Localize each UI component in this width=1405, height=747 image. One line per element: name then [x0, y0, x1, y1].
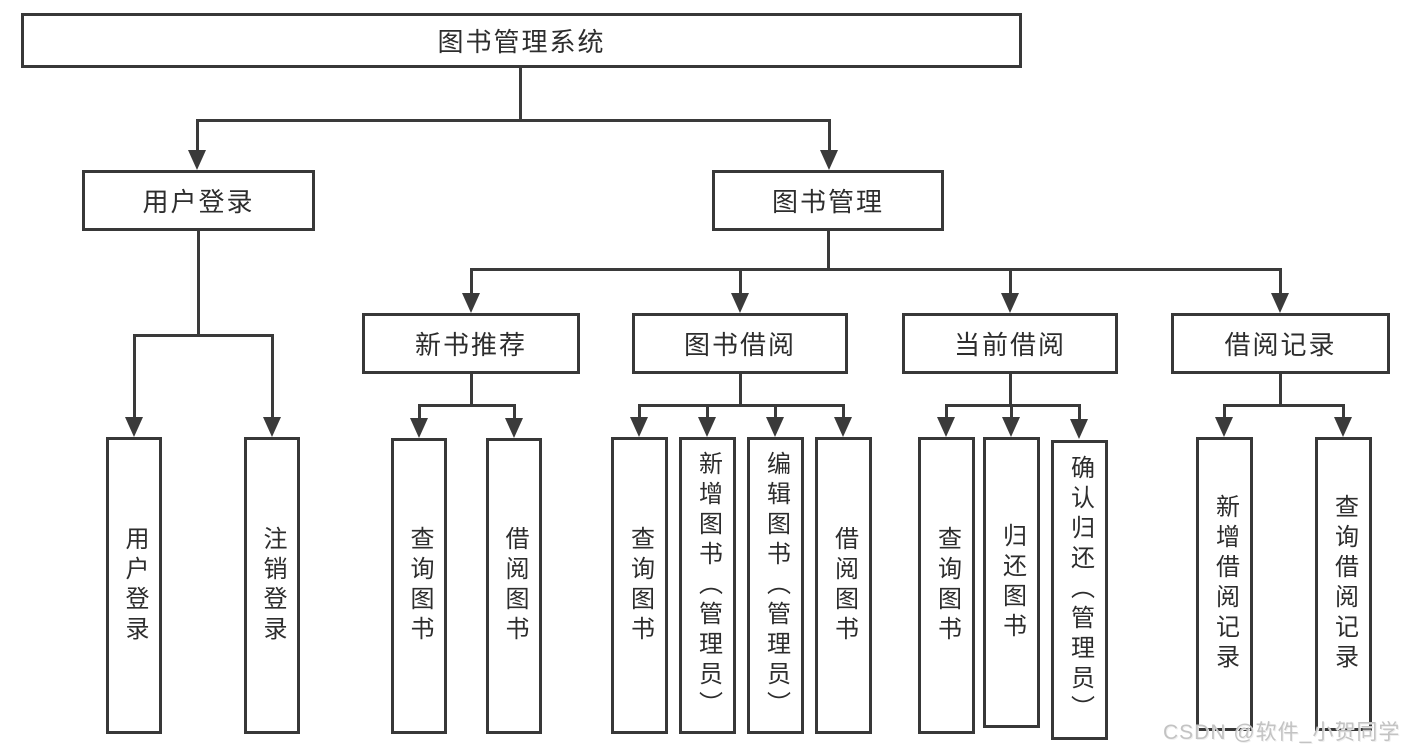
- connector-line: [418, 404, 421, 420]
- csdn-watermark: CSDN @软件_小贺同学: [1163, 721, 1401, 744]
- arrow-down-icon: [820, 150, 838, 170]
- connector-line: [638, 404, 845, 407]
- node-book-borrow-label: 图书借阅: [683, 330, 796, 360]
- leaf-current-query-book: 查询图书: [918, 437, 975, 734]
- node-root-label: 图书管理系统: [437, 27, 606, 57]
- leaf-recommend-query-book-label: 查询图书: [406, 526, 433, 646]
- node-root: 图书管理系统: [21, 13, 1022, 68]
- node-book-borrow: 图书借阅: [632, 313, 848, 374]
- connector-line: [1279, 374, 1282, 407]
- connector-line: [470, 268, 1281, 271]
- arrow-down-icon: [766, 417, 784, 437]
- connector-line: [470, 374, 473, 407]
- connector-line: [739, 374, 742, 407]
- node-book-management-label: 图书管理: [771, 187, 884, 217]
- connector-line: [1009, 268, 1012, 296]
- leaf-return-book-label: 归还图书: [998, 522, 1026, 643]
- connector-line: [271, 334, 274, 418]
- leaf-return-book: 归还图书: [983, 437, 1040, 728]
- node-new-book-recommend: 新书推荐: [362, 313, 580, 374]
- node-current-borrow-label: 当前借阅: [953, 330, 1066, 360]
- leaf-borrow-query-book: 查询图书: [611, 437, 668, 734]
- connector-line: [1078, 404, 1081, 419]
- arrow-down-icon: [1001, 293, 1019, 313]
- leaf-borrow-book-label: 借阅图书: [830, 525, 858, 646]
- connector-line: [774, 404, 777, 419]
- leaf-query-borrow-record: 查询借阅记录: [1315, 437, 1372, 731]
- node-borrow-records: 借阅记录: [1171, 313, 1390, 374]
- arrow-down-icon: [410, 418, 428, 438]
- arrow-down-icon: [731, 293, 749, 313]
- connector-line: [828, 119, 831, 154]
- connector-line: [1223, 404, 1344, 407]
- connector-line: [513, 404, 516, 420]
- node-new-book-recommend-label: 新书推荐: [414, 330, 527, 360]
- leaf-user-login: 用户登录: [106, 437, 162, 734]
- connector-line: [470, 268, 473, 296]
- leaf-recommend-query-book: 查询图书: [391, 438, 447, 734]
- leaf-add-borrow-record-label: 新增借阅记录: [1211, 494, 1239, 674]
- connector-line: [1010, 404, 1013, 419]
- arrow-down-icon: [1002, 417, 1020, 437]
- connector-line: [827, 231, 830, 271]
- leaf-edit-book-admin: 编辑图书（管理员）: [747, 437, 804, 734]
- leaf-borrow-query-book-label: 查询图书: [626, 525, 654, 646]
- connector-line: [418, 404, 516, 407]
- connector-line: [945, 404, 948, 419]
- node-user-login: 用户登录: [82, 170, 315, 231]
- leaf-confirm-return-admin: 确认归还（管理员）: [1051, 440, 1108, 740]
- connector-line: [133, 334, 136, 418]
- connector-line: [1342, 404, 1345, 419]
- connector-line: [706, 404, 709, 419]
- arrow-down-icon: [834, 417, 852, 437]
- leaf-edit-book-admin-label: 编辑图书（管理员）: [762, 450, 790, 721]
- connector-line: [519, 68, 522, 122]
- arrow-down-icon: [188, 150, 206, 170]
- leaf-logout-label: 注销登录: [259, 525, 286, 646]
- leaf-query-borrow-record-label: 查询借阅记录: [1330, 494, 1358, 674]
- leaf-recommend-borrow-book: 借阅图书: [486, 438, 542, 734]
- leaf-confirm-return-admin-label: 确认归还（管理员）: [1066, 455, 1094, 725]
- leaf-current-query-book-label: 查询图书: [933, 525, 961, 646]
- arrow-down-icon: [937, 417, 955, 437]
- leaf-logout: 注销登录: [244, 437, 300, 734]
- connector-line: [133, 334, 273, 337]
- leaf-add-borrow-record: 新增借阅记录: [1196, 437, 1253, 731]
- arrow-down-icon: [505, 418, 523, 438]
- node-current-borrow: 当前借阅: [902, 313, 1118, 374]
- leaf-add-book-admin: 新增图书（管理员）: [679, 437, 736, 734]
- connector-line: [197, 231, 200, 336]
- arrow-down-icon: [263, 417, 281, 437]
- arrow-down-icon: [1271, 293, 1289, 313]
- leaf-recommend-borrow-book-label: 借阅图书: [501, 526, 528, 646]
- arrow-down-icon: [698, 417, 716, 437]
- connector-line: [638, 404, 641, 419]
- node-book-management: 图书管理: [712, 170, 944, 231]
- connector-line: [196, 119, 831, 122]
- connector-line: [1009, 374, 1012, 407]
- arrow-down-icon: [125, 417, 143, 437]
- leaf-add-book-admin-label: 新增图书（管理员）: [694, 450, 722, 721]
- arrow-down-icon: [462, 293, 480, 313]
- arrow-down-icon: [630, 417, 648, 437]
- node-user-login-label: 用户登录: [142, 187, 255, 217]
- connector-line: [1223, 404, 1226, 419]
- node-borrow-records-label: 借阅记录: [1224, 330, 1337, 360]
- arrow-down-icon: [1070, 419, 1088, 439]
- leaf-borrow-book: 借阅图书: [815, 437, 872, 734]
- connector-line: [739, 268, 742, 296]
- arrow-down-icon: [1215, 417, 1233, 437]
- leaf-user-login-label: 用户登录: [121, 525, 148, 646]
- connector-line: [1279, 268, 1282, 296]
- arrow-down-icon: [1334, 417, 1352, 437]
- connector-line: [196, 119, 199, 154]
- connector-line: [842, 404, 845, 419]
